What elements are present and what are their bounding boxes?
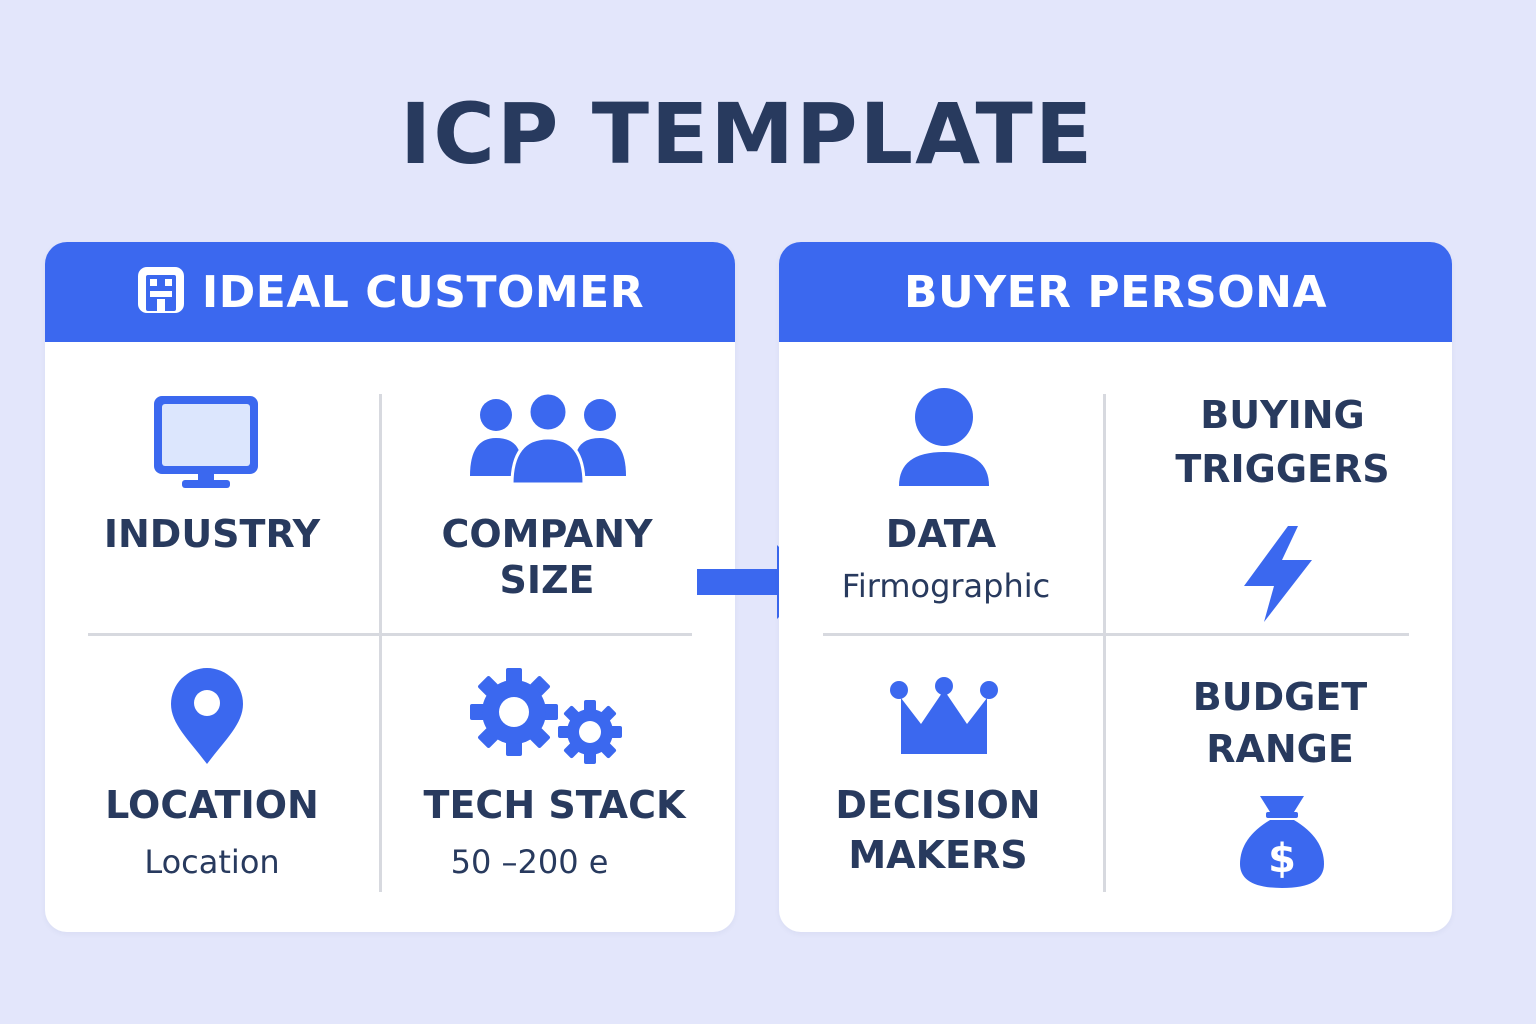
buyer-persona-title: BUYER PERSONA: [903, 266, 1328, 318]
monitor-icon: [152, 394, 260, 490]
industry-label: INDUSTRY: [103, 512, 321, 556]
money-bag-icon: $: [1238, 792, 1326, 892]
building-icon: [136, 265, 186, 319]
ideal-customer-card: IDEAL CUSTOMER INDUSTRY: [45, 242, 735, 932]
buying-triggers-cell: BUYING TRIGGERS: [1106, 342, 1452, 633]
industry-cell: INDUSTRY: [45, 342, 379, 633]
horizontal-divider: [88, 633, 692, 636]
map-pin-icon: [169, 666, 245, 766]
data-value: Firmographic: [841, 567, 1051, 605]
page-title: ICP TEMPLATE: [400, 85, 1095, 183]
data-cell: DATA Firmographic: [779, 342, 1103, 633]
buying-triggers-label-line1: BUYING: [1200, 393, 1365, 437]
lightning-icon: [1240, 524, 1316, 624]
buyer-persona-header: BUYER PERSONA: [779, 242, 1452, 342]
data-label: DATA: [885, 512, 997, 556]
person-icon: [897, 388, 991, 488]
gears-icon: [470, 668, 626, 764]
budget-range-label-line1: BUDGET: [1192, 675, 1368, 719]
ideal-customer-title: IDEAL CUSTOMER: [201, 266, 645, 318]
crown-icon: [887, 676, 1001, 756]
svg-text:$: $: [1268, 836, 1296, 882]
tech-stack-label: TECH STACK: [423, 783, 686, 827]
ideal-customer-header: IDEAL CUSTOMER: [45, 242, 735, 342]
horizontal-divider: [823, 633, 1409, 636]
team-icon: [468, 392, 628, 488]
company-size-label-line2: SIZE: [499, 558, 595, 602]
location-cell: LOCATION Location: [45, 636, 379, 932]
vertical-divider: [1103, 394, 1106, 892]
company-size-cell: COMPANY SIZE: [382, 342, 712, 633]
decision-makers-label-line2: MAKERS: [848, 833, 1028, 877]
vertical-divider: [379, 394, 382, 892]
tech-stack-value: 50 –200 e: [450, 843, 609, 881]
budget-range-cell: BUDGET RANGE $: [1106, 636, 1452, 932]
budget-range-label-line2: RANGE: [1206, 727, 1354, 771]
decision-makers-cell: DECISION MAKERS: [779, 636, 1103, 932]
decision-makers-label-line1: DECISION: [835, 783, 1041, 827]
buying-triggers-label-line2: TRIGGERS: [1175, 447, 1390, 491]
buyer-persona-card: BUYER PERSONA DATA Firmographic BUYING T…: [779, 242, 1452, 932]
company-size-label-line1: COMPANY: [441, 512, 653, 556]
location-label: LOCATION: [105, 783, 319, 827]
tech-stack-cell: TECH STACK 50 –200 e: [382, 636, 727, 932]
location-value: Location: [144, 843, 280, 881]
